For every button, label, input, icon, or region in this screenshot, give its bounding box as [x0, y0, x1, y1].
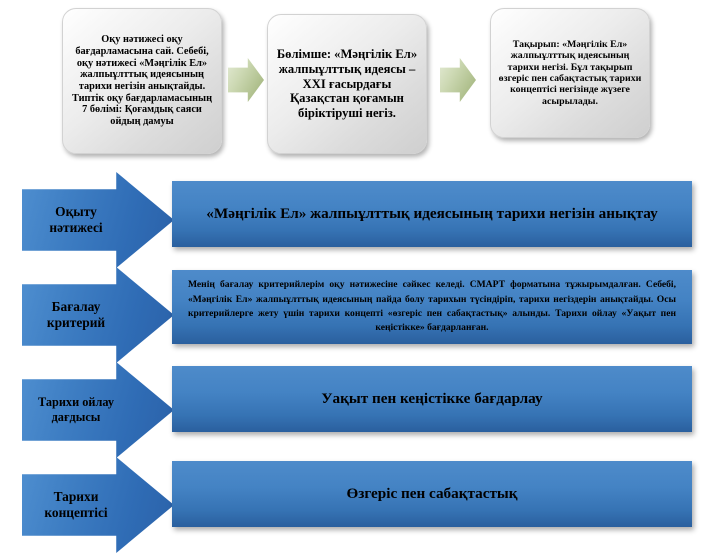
row-content-text: «Мәңгілік Ел» жалпыұлттық идеясының тари…: [206, 204, 658, 222]
top-box-learning-outcome-source: Оқу нәтижесі оқу бағдарламасына сай. Себ…: [62, 8, 222, 154]
row-content-text: Өзгеріс пен сабақтастық: [346, 485, 518, 503]
row-label-text: Оқыту нәтижесі: [49, 203, 103, 235]
right-arrow-icon: [440, 58, 476, 102]
row-content-learning-outcome: «Мәңгілік Ел» жалпыұлттық идеясының тари…: [172, 181, 692, 247]
row-content-historical-thinking-skill: Уақыт пен кеңістікке бағдарлау: [172, 366, 692, 432]
right-arrow-icon: [228, 58, 264, 102]
row-content-historical-concept: Өзгеріс пен сабақтастық: [172, 461, 692, 527]
top-box-3-text: Тақырып: «Мәңгілік Ел» жалпыұлттық идеяс…: [498, 39, 642, 107]
row-label-text: Бағалау критерий: [46, 298, 106, 330]
top-box-theme: Тақырып: «Мәңгілік Ел» жалпыұлттық идеяс…: [490, 8, 650, 138]
top-box-subsection: Бөлімше: «Мәңгілік Ел» жалпыұлттық идеяс…: [267, 14, 427, 154]
row-content-assessment-criteria: Менің бағалау критерийлерім оқу нәтижесі…: [172, 270, 692, 344]
row-label-text: Тарихи ойлау дағдысы: [37, 395, 115, 424]
row-label-arrow-assessment-criteria: Бағалау критерий: [22, 267, 174, 363]
row-label-arrow-historical-concept: Тарихи концептісі: [22, 457, 174, 553]
row-label-arrow-learning-outcome: Оқыту нәтижесі: [22, 172, 174, 268]
row-label-arrow-historical-thinking-skill: Тарихи ойлау дағдысы: [22, 362, 174, 458]
top-box-2-text: Бөлімше: «Мәңгілік Ел» жалпыұлттық идеяс…: [276, 46, 418, 121]
row-content-text: Уақыт пен кеңістікке бағдарлау: [321, 390, 543, 408]
slide-canvas: { "top_flow": { "boxes": [ { "id": "lear…: [22, 8, 692, 553]
row-label-text: Тарихи концептісі: [44, 488, 108, 520]
row-content-text: Менің бағалау критерийлерім оқу нәтижесі…: [188, 279, 676, 334]
top-box-1-text: Оқу нәтижесі оқу бағдарламасына сай. Себ…: [71, 34, 213, 128]
